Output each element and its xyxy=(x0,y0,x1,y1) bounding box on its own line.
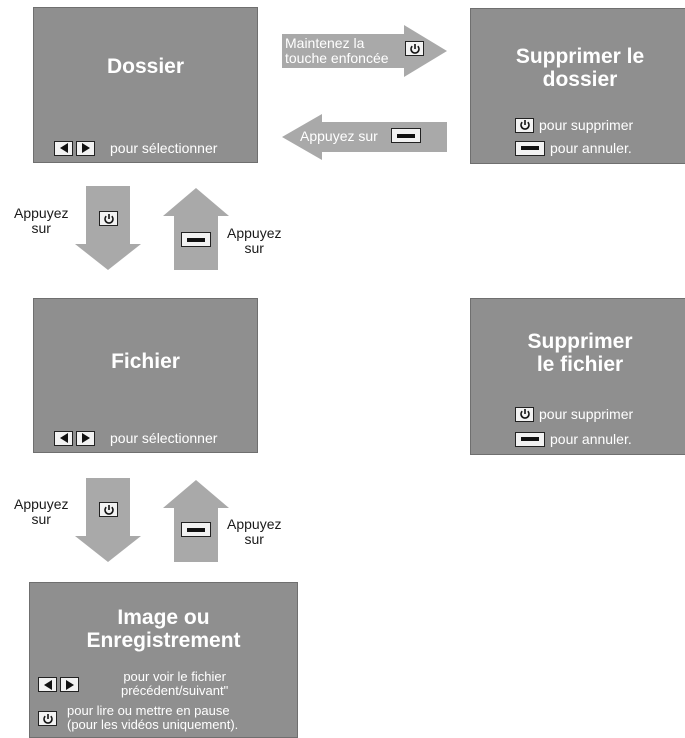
screen-supprimer-dossier: Supprimer le dossier pour supprimer pour… xyxy=(470,8,685,164)
label-line: sur xyxy=(244,239,264,256)
delete-row: pour supprimer xyxy=(515,406,633,422)
label-line: Appuyez xyxy=(14,205,69,221)
minus-icon xyxy=(391,128,421,143)
hold-arrow xyxy=(282,25,447,77)
power-icon xyxy=(515,406,534,422)
down-arrow-1 xyxy=(75,186,141,270)
up-arrow-1 xyxy=(163,188,229,270)
up-label-1: Appuyez sur xyxy=(227,226,281,255)
minus-icon xyxy=(515,431,545,447)
label-line: Appuyez xyxy=(227,516,282,532)
select-row: pour sélectionner xyxy=(54,430,217,446)
delete-hint: pour supprimer xyxy=(539,406,634,422)
power-icon xyxy=(38,711,57,726)
screen-dossier: Dossier pour sélectionner xyxy=(33,7,258,163)
label-line: Appuyez xyxy=(14,496,69,512)
down-label-2: Appuyez sur xyxy=(14,497,68,526)
label-line: touche enfoncée xyxy=(285,49,389,66)
label-line: sur xyxy=(31,219,51,236)
right-key-icon xyxy=(76,430,95,446)
title-line: le fichier xyxy=(536,353,624,377)
up-label-2: Appuyez sur xyxy=(227,517,281,546)
title-line: Supprimer xyxy=(527,330,633,353)
up-arrow-2 xyxy=(163,480,229,562)
screen-title: Image ou Enregistrement xyxy=(30,606,297,652)
power-icon xyxy=(99,502,118,517)
hint-line: pour lire ou mettre en pause xyxy=(67,703,230,718)
play-hint: pour lire ou mettre en pause (pour les v… xyxy=(67,704,238,731)
hold-label: Maintenez la touche enfoncée xyxy=(285,36,389,65)
press-back-arrow xyxy=(282,114,447,160)
hint-line: précédent/suivant" xyxy=(121,682,229,698)
title-line: Supprimer le xyxy=(515,45,645,68)
screen-image: Image ou Enregistrement pour voir le fic… xyxy=(29,582,298,738)
right-key-icon xyxy=(76,140,95,156)
cancel-hint: pour annuler. xyxy=(550,431,632,447)
screen-title: Supprimer le dossier xyxy=(471,45,685,91)
play-row xyxy=(38,711,60,726)
power-icon xyxy=(99,211,118,226)
down-arrow-2 xyxy=(75,478,141,562)
left-key-icon xyxy=(38,677,57,692)
right-key-icon xyxy=(60,677,79,692)
label-line: sur xyxy=(31,510,51,527)
hint-line: (pour les vidéos uniquement). xyxy=(67,716,239,732)
select-hint: pour sélectionner xyxy=(110,140,218,156)
power-icon xyxy=(515,117,534,133)
minus-icon xyxy=(181,522,211,537)
title-line: Image ou xyxy=(117,606,210,629)
select-row: pour sélectionner xyxy=(54,140,217,156)
cancel-row: pour annuler. xyxy=(515,140,632,156)
delete-hint: pour supprimer xyxy=(539,117,634,133)
left-key-icon xyxy=(54,140,73,156)
down-label-1: Appuyez sur xyxy=(14,206,68,235)
title-line: dossier xyxy=(542,68,618,92)
label-line: Maintenez la xyxy=(285,35,365,51)
label-line: Appuyez xyxy=(227,225,282,241)
screen-title: Dossier xyxy=(106,55,185,78)
nav-hint: pour voir le fichier précédent/suivant" xyxy=(121,670,228,697)
press-back-label: Appuyez sur xyxy=(300,128,378,144)
cancel-hint: pour annuler. xyxy=(550,140,632,156)
select-hint: pour sélectionner xyxy=(110,430,218,446)
label-line: sur xyxy=(244,530,264,547)
cancel-row: pour annuler. xyxy=(515,431,632,447)
left-key-icon xyxy=(54,430,73,446)
minus-icon xyxy=(515,140,545,156)
nav-row xyxy=(38,677,82,692)
power-icon xyxy=(405,41,424,56)
hint-line: pour voir le fichier xyxy=(123,669,226,684)
screen-supprimer-fichier: Supprimer le fichier pour supprimer pour… xyxy=(470,298,685,455)
title-line: Enregistrement xyxy=(86,629,241,653)
screen-title: Supprimer le fichier xyxy=(471,330,685,376)
minus-icon xyxy=(181,232,211,247)
delete-row: pour supprimer xyxy=(515,117,633,133)
screen-fichier: Fichier pour sélectionner xyxy=(33,298,258,453)
screen-title: Fichier xyxy=(111,350,180,373)
